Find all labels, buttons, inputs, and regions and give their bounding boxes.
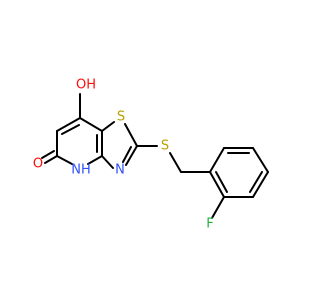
- atom-label-carbonyl-oxygen: O: [33, 157, 43, 172]
- bond-s2-ch2: [169, 152, 182, 173]
- bond-c7a-c7: [79, 117, 103, 132]
- bond-c7-c6: [56, 117, 81, 132]
- bond-s1-c2: [124, 123, 138, 147]
- atom-labels: OH S S N NH O F: [33, 78, 214, 232]
- bonds: [41, 93, 269, 219]
- bond-n4-c3a: [87, 155, 103, 165]
- bond-c7a-s1: [101, 121, 115, 132]
- bond-c2-n3-double: [122, 146, 132, 163]
- atom-label-thiazole-nitrogen: N: [115, 163, 125, 178]
- atom-label-thioether-sulfur: S: [161, 139, 169, 154]
- bond-b1-b2: [209, 147, 225, 173]
- bond-c5-n4: [56, 155, 73, 165]
- bond-c7-c6-double: [61, 124, 80, 135]
- bond-c5-o-double: [41, 150, 55, 159]
- bond-b6-b1: [209, 171, 225, 198]
- bond-b4-b5: [252, 171, 269, 198]
- molecule-canvas: OH S S N NH O F: [33, 78, 269, 232]
- bond-b6-b1-inner: [215, 171, 228, 193]
- bond-c5-o: [44, 155, 58, 164]
- bond-b3-b4: [252, 147, 269, 173]
- bond-n3-c3a: [101, 155, 114, 169]
- atom-label-fluorine: F: [206, 217, 213, 232]
- bond-c2-n3: [125, 145, 138, 166]
- atom-label-hydroxyl: OH: [76, 78, 96, 93]
- bond-b4-b5-inner: [249, 171, 263, 193]
- atom-label-thiazole-sulfur: S: [117, 110, 125, 125]
- bond-b6-f: [211, 196, 225, 219]
- structure-drawing: OH S S N NH O F: [33, 78, 269, 232]
- atom-label-amide-nitrogen: NH: [71, 163, 91, 178]
